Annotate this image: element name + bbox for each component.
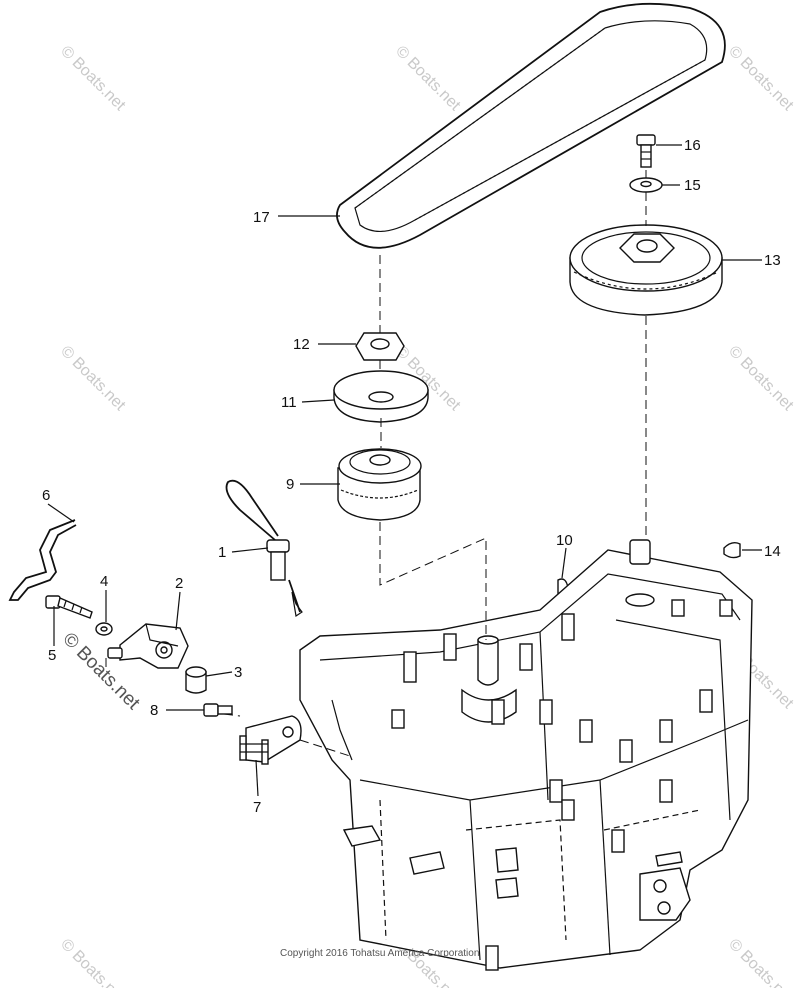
collar-3 (185, 666, 207, 694)
callout-11: 11 (281, 394, 297, 411)
callout-13: 13 (764, 252, 781, 269)
callout-15: 15 (684, 177, 701, 194)
leader-lines (47, 144, 762, 797)
callout-1: 1 (218, 544, 226, 561)
nut-12 (355, 332, 405, 361)
callout-5: 5 (48, 647, 56, 664)
callout-labels: 17 16 15 13 12 11 9 1 6 4 2 5 3 8 7 10 1… (42, 137, 781, 816)
watermark-top-right: © Boats.net (725, 43, 796, 115)
watermark-mid-right: © Boats.net (725, 343, 796, 415)
watermark-bottom-left: © Boats.net (57, 936, 129, 988)
key-14 (723, 541, 741, 559)
bolt-16 (636, 134, 656, 168)
copyright-text: Copyright 2016 Tohatsu America Corporati… (280, 948, 479, 959)
callout-16: 16 (684, 137, 701, 154)
assembly-lines (105, 170, 647, 757)
driven-pulley-13 (569, 224, 723, 316)
timing-belt (336, 2, 726, 249)
washer-11 (333, 370, 429, 423)
washer-4 (95, 622, 113, 636)
drive-pulley-9 (337, 448, 422, 521)
dipstick-1 (225, 479, 303, 618)
watermark-mid-left: © Boats.net (57, 343, 129, 415)
watermark-top-left: © Boats.net (57, 43, 129, 115)
throttle-rod-6 (8, 519, 77, 601)
cylinder-block (299, 539, 753, 971)
callout-8: 8 (150, 702, 158, 719)
callout-2: 2 (175, 575, 183, 592)
callout-3: 3 (234, 664, 242, 681)
watermark-bottom-right: © Boats.net (725, 936, 796, 988)
callout-17: 17 (253, 209, 270, 226)
callout-6: 6 (42, 487, 50, 504)
callout-10: 10 (556, 532, 573, 549)
watermark-top-center: © Boats.net (392, 43, 464, 115)
callout-9: 9 (286, 476, 294, 493)
callout-12: 12 (293, 336, 310, 353)
callout-14: 14 (764, 543, 781, 560)
callout-7: 7 (253, 799, 261, 816)
callout-4: 4 (100, 573, 108, 590)
bracket-2 (107, 623, 189, 669)
bolt-5 (45, 595, 93, 619)
washer-15 (629, 177, 663, 193)
bracket-plate-7 (239, 715, 302, 765)
